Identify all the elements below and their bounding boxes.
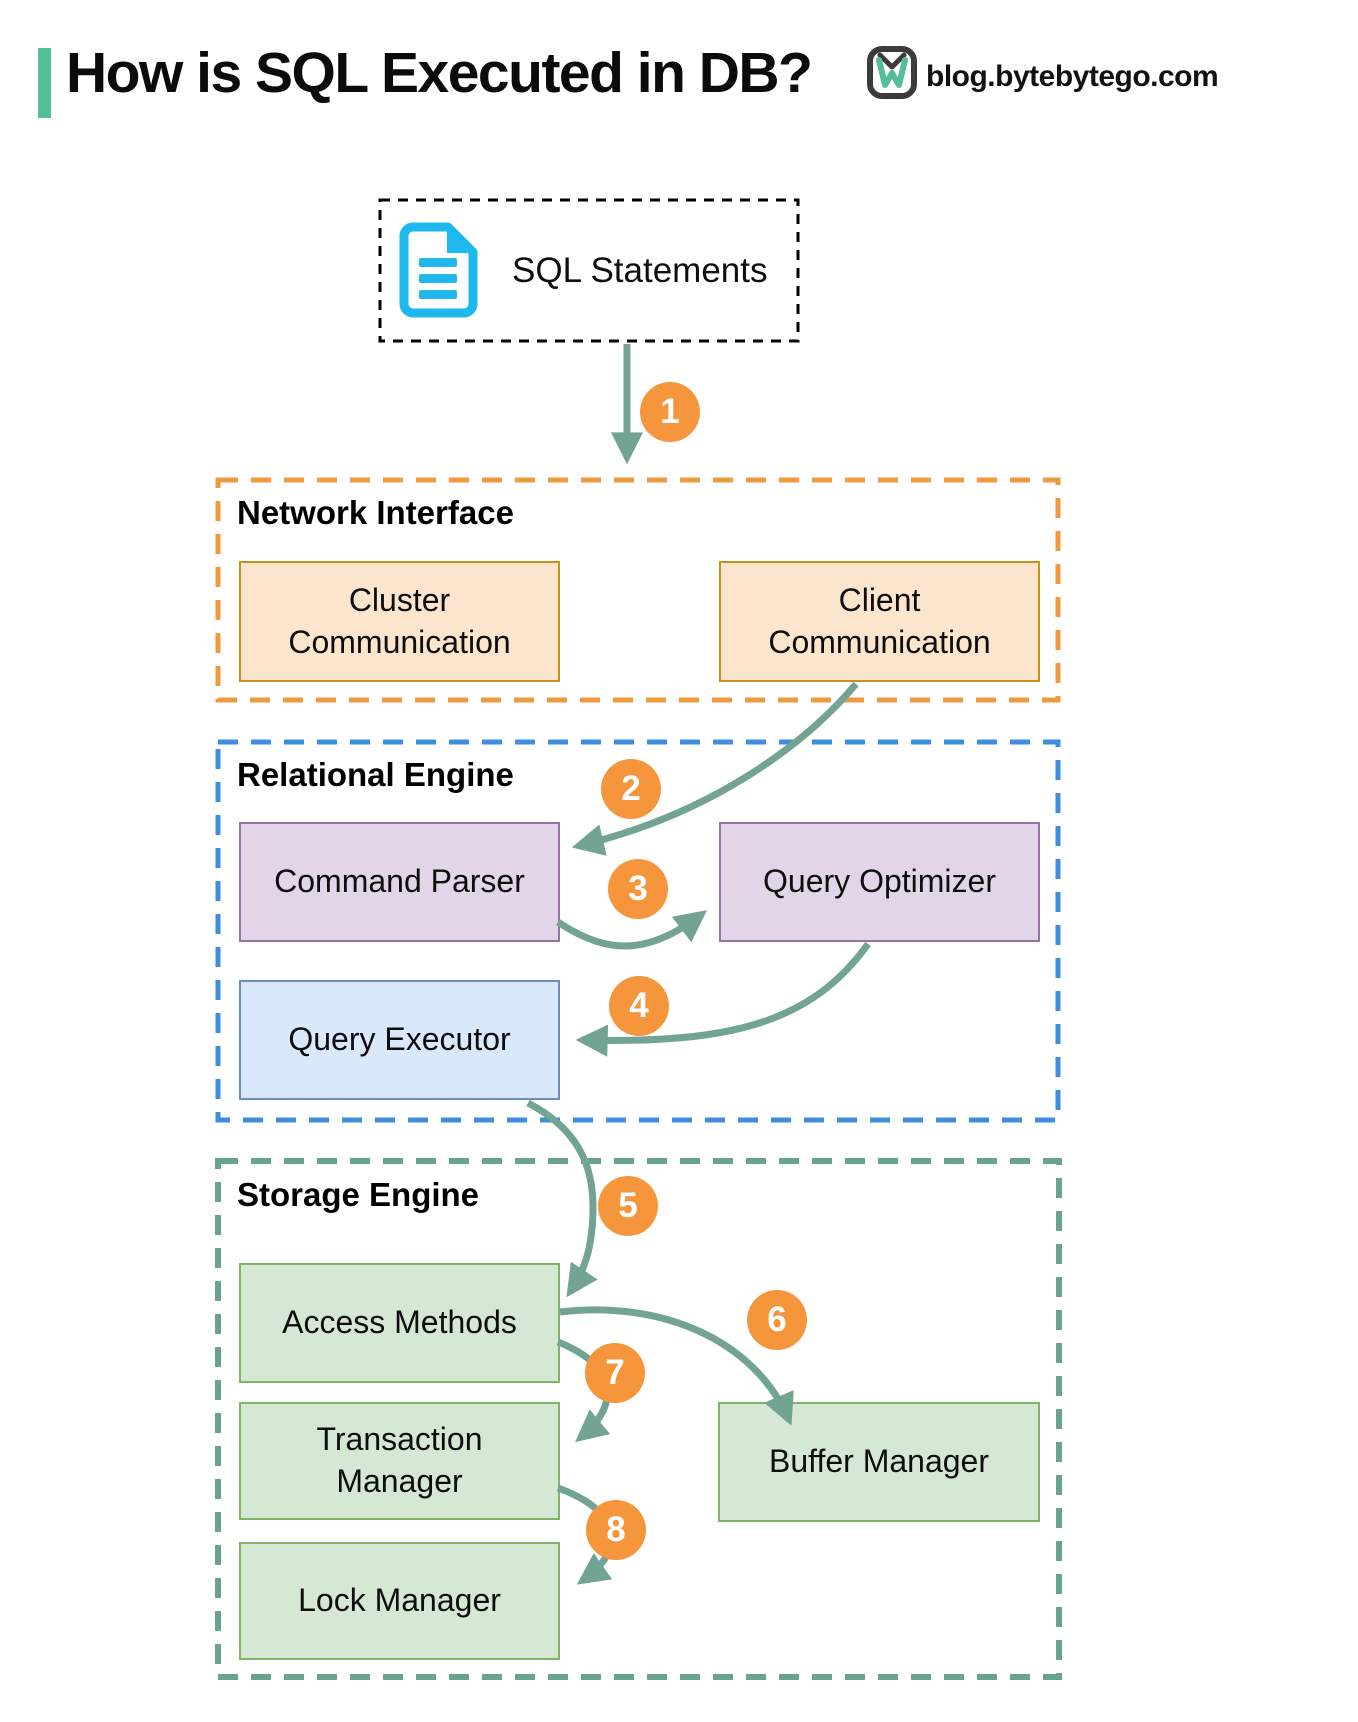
node-lock-manager: Lock Manager	[239, 1542, 560, 1660]
relational-engine-title: Relational Engine	[237, 756, 514, 793]
node-cluster-communication: Cluster Communication	[239, 561, 560, 682]
lock-manager-label: Lock Manager	[298, 1582, 501, 1619]
arrow-3	[556, 910, 708, 950]
node-query-optimizer: Query Optimizer	[719, 822, 1040, 942]
cluster-communication-label: Cluster Communication	[288, 581, 511, 660]
node-client-communication: Client Communication	[719, 561, 1040, 682]
buffer-manager-label: Buffer Manager	[769, 1443, 989, 1480]
network-interface-title: Network Interface	[237, 494, 514, 531]
step-badge-1: 1	[640, 382, 700, 442]
transaction-manager-label: Transaction Manager	[316, 1421, 483, 1499]
step-badge-3: 3	[608, 859, 668, 919]
node-command-parser: Command Parser	[239, 822, 560, 942]
sql-statements-label: SQL Statements	[512, 250, 768, 290]
query-optimizer-label: Query Optimizer	[763, 863, 996, 900]
node-query-executor: Query Executor	[239, 980, 560, 1100]
step-badge-2: 2	[601, 759, 661, 819]
step-badge-8: 8	[586, 1500, 646, 1560]
command-parser-label: Command Parser	[274, 863, 525, 900]
title-accent-bar	[38, 48, 51, 118]
node-access-methods: Access Methods	[239, 1263, 560, 1383]
access-methods-label: Access Methods	[282, 1304, 517, 1341]
document-icon	[399, 222, 478, 318]
step-badge-4: 4	[609, 976, 669, 1036]
page-title: How is SQL Executed in DB?	[66, 41, 813, 105]
step-badge-5: 5	[598, 1176, 658, 1236]
bytebytego-logo-icon	[867, 46, 917, 99]
storage-engine-title: Storage Engine	[237, 1176, 480, 1213]
site-url: blog.bytebytego.com	[926, 60, 1219, 93]
step-badge-7: 7	[585, 1343, 645, 1403]
step-badge-6: 6	[747, 1290, 807, 1350]
client-communication-label: Client Communication	[768, 581, 991, 660]
query-executor-label: Query Executor	[288, 1021, 511, 1058]
node-transaction-manager: Transaction Manager	[239, 1402, 560, 1520]
node-buffer-manager: Buffer Manager	[718, 1402, 1040, 1522]
